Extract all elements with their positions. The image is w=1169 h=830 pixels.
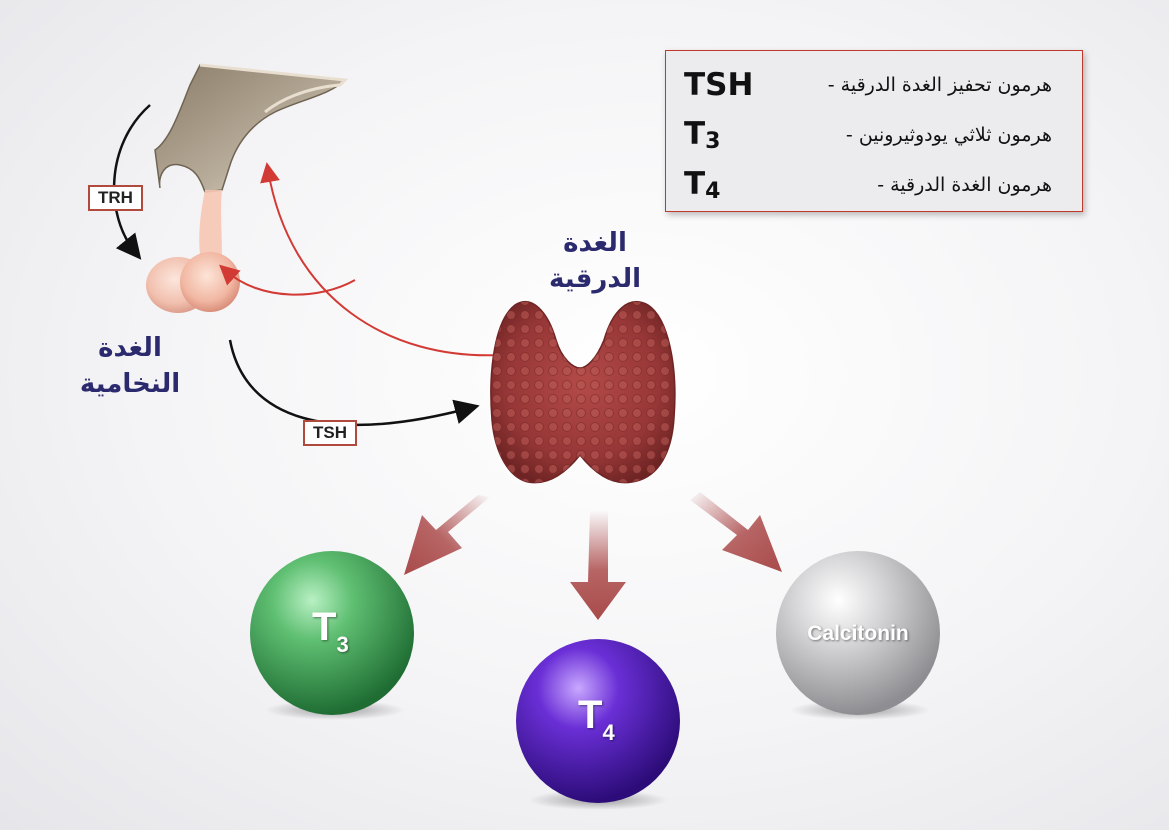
- tsh-tag: TSH: [303, 420, 357, 446]
- thyroid-label: الغدة الدرقية: [525, 225, 665, 297]
- arrow-to-t4: [570, 510, 626, 620]
- feedback-arrow-to-hypothalamus: [268, 170, 500, 355]
- arrow-to-calcitonin: [690, 492, 782, 572]
- pituitary-label: الغدة النخامية: [60, 330, 200, 402]
- legend-text-t4: هرمون الغدة الدرقية -: [877, 174, 1052, 196]
- hypothalamus-illustration: [155, 65, 345, 192]
- thyroid-label-line2: الدرقية: [525, 261, 665, 297]
- legend-row-tsh: TSH هرمون تحفيز الغدة الدرقية -: [684, 65, 1052, 105]
- legend-abbr-t3: T3: [684, 116, 720, 154]
- trh-arrow: [114, 105, 150, 252]
- feedback-arrow-to-pituitary: [225, 270, 355, 295]
- arrow-to-t3: [404, 495, 490, 575]
- legend-row-t4: T4 هرمون الغدة الدرقية -: [684, 165, 1052, 205]
- pituitary-label-line2: النخامية: [60, 366, 200, 402]
- trh-tag: TRH: [88, 185, 143, 211]
- pituitary-illustration: [146, 190, 240, 313]
- thyroid-illustration: [491, 302, 675, 483]
- tsh-arrow: [230, 340, 470, 425]
- legend-abbr-t4: T4: [684, 166, 720, 204]
- calcitonin-label: Calcitonin: [790, 622, 926, 646]
- legend-box: TSH هرمون تحفيز الغدة الدرقية - T3 هرمون…: [665, 50, 1083, 212]
- legend-text-tsh: هرمون تحفيز الغدة الدرقية -: [828, 74, 1052, 96]
- legend-row-t3: T3 هرمون ثلاثي يودوثيرونين -: [684, 115, 1052, 155]
- legend-abbr-tsh: TSH: [684, 67, 753, 103]
- t3-label: T3: [312, 605, 349, 658]
- legend-text-t3: هرمون ثلاثي يودوثيرونين -: [846, 124, 1052, 146]
- pituitary-label-line1: الغدة: [60, 330, 200, 366]
- t4-label: T4: [578, 693, 615, 746]
- thyroid-label-line1: الغدة: [525, 225, 665, 261]
